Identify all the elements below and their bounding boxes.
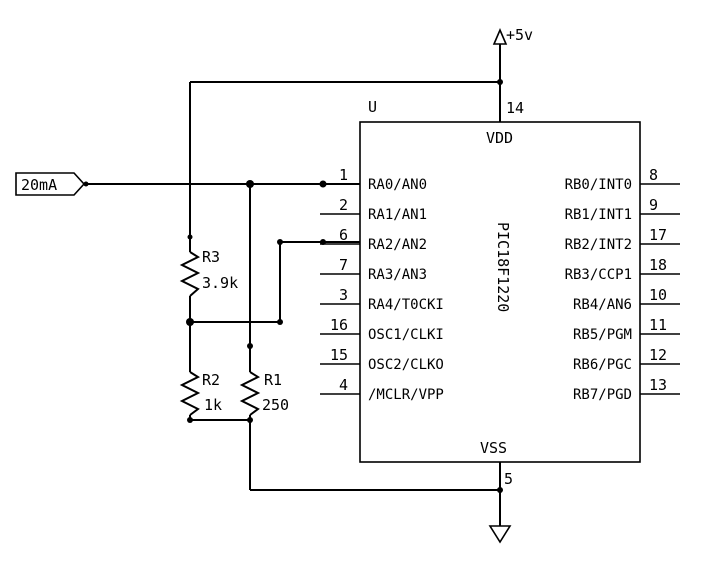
pin-number: 16 [330,316,348,334]
r1-ref: R1 [264,371,282,389]
pin-label: RB0/INT0 [565,177,632,193]
pin-number: 12 [649,346,667,364]
pin-number: 9 [649,196,658,214]
junction-tap [277,319,283,325]
pin-label: RA1/AN1 [368,207,427,223]
junction-port [83,181,89,187]
r2-ref: R2 [202,371,220,389]
pin-label: RA2/AN2 [368,237,427,253]
resistor-r3-icon [179,251,201,297]
ic-part-name: PIC18F1220 [494,222,512,312]
pin-number: 18 [649,256,667,274]
pin-label: RA0/AN0 [368,177,427,193]
pin-label: RB4/AN6 [573,297,632,313]
pin-label: RA3/AN3 [368,267,427,283]
pin-number: 1 [339,166,348,184]
port-flag-icon [15,172,86,196]
pin-number: 7 [339,256,348,274]
r3-value: 3.9k [202,274,238,292]
junction-divider [186,318,194,326]
pin-number: 10 [649,286,667,304]
r3-ref: R3 [202,248,220,266]
supply-symbol: +5v [492,26,533,45]
pin-number: 11 [649,316,667,334]
pin-label: RB3/CCP1 [565,267,632,283]
pin-number: 4 [339,376,348,394]
pin-label: /MCLR/VPP [368,387,444,403]
junction-ground [497,487,503,493]
resistor-r1-icon [239,371,261,416]
pin-number: 2 [339,196,348,214]
junction-r1-bottom [247,417,253,423]
vdd-label: VDD [486,129,513,147]
resistor-r3: R3 3.9k [179,248,238,297]
pin-number: 6 [339,226,348,244]
ground-icon [488,525,512,544]
pin-label: OSC1/CLKI [368,327,444,343]
supply-label: +5v [506,26,533,44]
pin-label: RB1/INT1 [565,207,632,223]
junction-r1-top [247,343,253,349]
junction-input [246,180,254,188]
vss-pin-number: 5 [504,470,513,488]
wires [86,44,501,526]
resistor-r2-icon [179,371,201,416]
pin-number: 3 [339,286,348,304]
ic-ref: U [368,98,377,116]
pin-label: RA4/T0CKI [368,297,444,313]
junction-vdd [497,79,503,85]
resistor-r2: R2 1k [179,371,222,416]
junction-r3-top [187,234,193,240]
r2-value: 1k [204,396,222,414]
junctions [83,79,503,493]
port-label: 20mA [21,176,57,194]
pin-label: RB7/PGD [573,387,632,403]
pin-label: RB5/PGM [573,327,632,343]
vdd-pin-number: 14 [506,99,524,117]
ground-symbol [488,525,512,544]
ic-body [359,121,641,463]
input-port: 20mA [15,172,86,196]
pin-number: 15 [330,346,348,364]
resistor-r1: R1 250 [239,371,289,416]
supply-arrow-icon [492,27,508,45]
pin-number: 8 [649,166,658,184]
pin-label: OSC2/CLKO [368,357,444,373]
pin-label: RB6/PGC [573,357,632,373]
pin-number: 17 [649,226,667,244]
junction-tap-top [277,239,283,245]
junction-r2-bottom [187,417,193,423]
r1-value: 250 [262,396,289,414]
pin-number: 13 [649,376,667,394]
vss-label: VSS [480,439,507,457]
pin-label: RB2/INT2 [565,237,632,253]
